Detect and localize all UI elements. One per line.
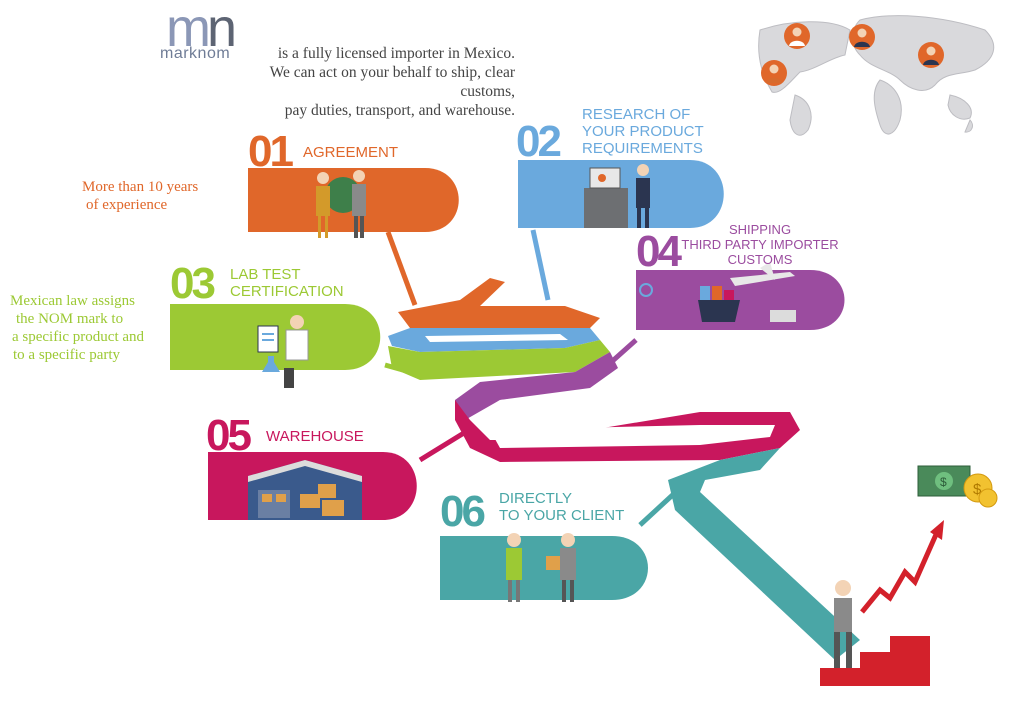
step-04-number: 04 [636, 227, 682, 276]
step-03-title: LAB TEST CERTIFICATION [230, 266, 344, 300]
process-road [388, 278, 860, 660]
lab-scientist-icon [257, 315, 309, 388]
step-04-title: SHIPPING THIRD PARTY IMPORTER CUSTOMS [681, 222, 839, 267]
growth-stairs-icon [820, 520, 944, 686]
step-05-panel [208, 452, 417, 520]
step-05-title: WAREHOUSE [266, 428, 364, 445]
map-avatars [761, 23, 944, 86]
nom-note: Mexican law assigns the NOM mark to a sp… [10, 293, 145, 363]
svg-text:$: $ [940, 475, 947, 489]
warehouse-icon [248, 460, 362, 520]
step-05-number: 05 [206, 411, 252, 460]
step-02-panel [518, 160, 724, 228]
logo-wordmark: marknom [160, 45, 231, 62]
money-icon: $ $ [917, 465, 998, 508]
step-03-panel [170, 304, 381, 388]
experience-note: More than 10 years of experience [82, 179, 199, 213]
step-04-panel [636, 262, 845, 330]
svg-text:$: $ [973, 481, 982, 498]
step-01-title: AGREEMENT [303, 144, 399, 161]
step-06-title: DIRECTLY TO YOUR CLIENT [499, 490, 625, 524]
handshake-icon [316, 170, 366, 238]
step-02-number: 02 [516, 117, 562, 166]
step-03-number: 03 [170, 259, 216, 308]
intro-text: is a fully licensed importer in Mexico. … [269, 45, 515, 119]
delivery-people-icon [506, 533, 576, 602]
step-06-panel [440, 533, 648, 602]
step-01-number: 01 [248, 127, 294, 176]
logo-monogram: mn [166, 0, 237, 58]
step-01-panel [248, 168, 459, 238]
shipping-icon [639, 262, 796, 322]
step-06-number: 06 [440, 487, 486, 536]
research-desk-icon [584, 164, 650, 228]
step-02-title: RESEARCH OF YOUR PRODUCT REQUIREMENTS [582, 106, 704, 157]
